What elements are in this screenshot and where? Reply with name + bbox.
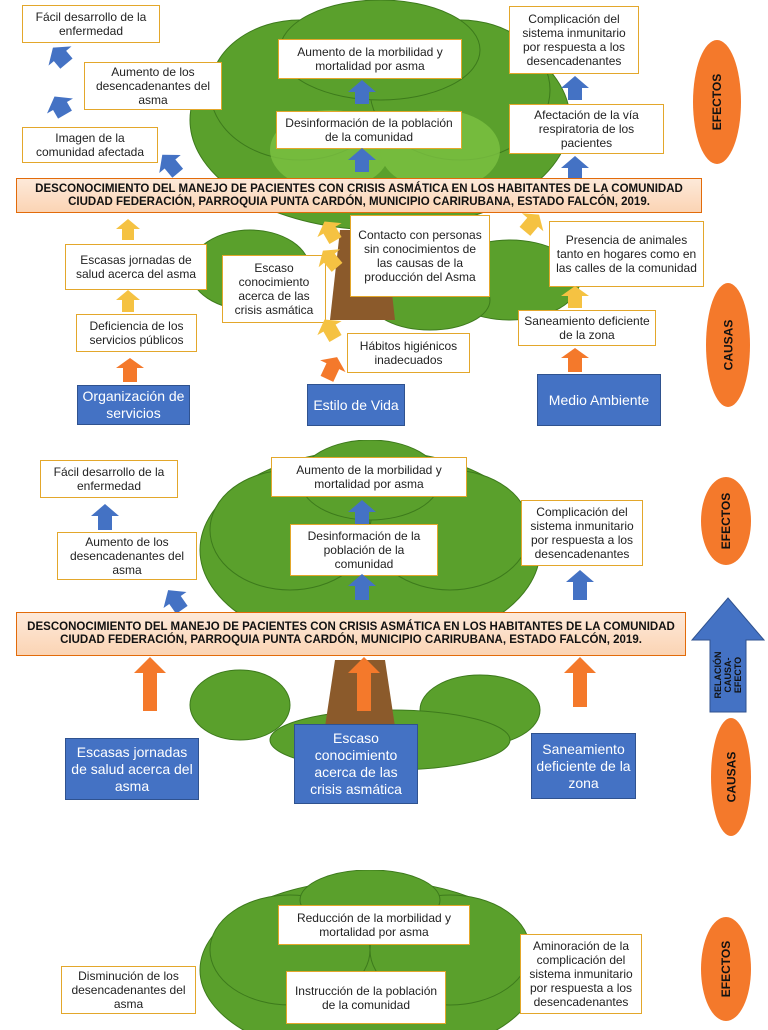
relation-label: RELACIÓN CAUSA-EFECTO <box>713 651 743 699</box>
up-arrows-blue-2 <box>91 500 594 614</box>
effects-label: EFECTOS <box>701 917 751 1021</box>
subcause-box: Deficiencia de los servicios públicos <box>76 314 197 352</box>
up-arrows-orange-2 <box>134 657 596 711</box>
cause-box: Organización de servicios <box>77 385 190 425</box>
cause-box: Estilo de Vida <box>307 384 405 426</box>
effect-box: Complicación del sistema inmunitario por… <box>509 6 639 74</box>
effect-box: Aumento de los desencadenantes del asma <box>57 532 197 580</box>
cause-box: Medio Ambiente <box>537 374 661 426</box>
effect-box: Aumento de la morbilidad y mortalidad po… <box>271 457 467 497</box>
effect-box: Afectación de la vía respiratoria de los… <box>509 104 664 154</box>
effect-box: Imagen de la comunidad afectada <box>22 127 158 163</box>
effect-box: Desinformación de la población de la com… <box>290 524 438 576</box>
causes-label: CAUSAS <box>706 283 750 407</box>
subcause-box: Saneamiento deficiente de la zona <box>518 310 656 346</box>
subcause-box: Hábitos higiénicos inadecuados <box>347 333 470 373</box>
subcause-box: Presencia de animales tanto en hogares c… <box>549 221 704 287</box>
effects-label: EFECTOS <box>693 40 741 164</box>
up-arrows-yellow <box>116 213 589 382</box>
effects-label: EFECTOS <box>701 477 751 565</box>
effect-box: Fácil desarrollo de la enfermedad <box>40 460 178 498</box>
cause-box: Escaso conocimiento acerca de las crisis… <box>294 724 418 804</box>
effect-box: Desinformación de la población de la com… <box>276 111 462 149</box>
up-arrows-blue <box>47 46 589 178</box>
relation-arrow <box>690 597 766 713</box>
effect-box: Reducción de la morbilidad y mortalidad … <box>278 905 470 945</box>
subcause-box: Contacto con personas sin conocimientos … <box>350 215 490 297</box>
central-problem: DESCONOCIMIENTO DEL MANEJO DE PACIENTES … <box>16 612 686 656</box>
effect-box: Aumento de la morbilidad y mortalidad po… <box>278 39 462 79</box>
effect-box: Complicación del sistema inmunitario por… <box>521 500 643 566</box>
causes-label: CAUSAS <box>711 718 751 836</box>
effect-box: Aumento de los desencadenantes del asma <box>84 62 222 110</box>
effect-box: Aminoración de la complicación del siste… <box>520 934 642 1014</box>
cause-box: Saneamiento deficiente de la zona <box>531 733 636 799</box>
cause-box: Escasas jornadas de salud acerca del asm… <box>65 738 199 800</box>
central-problem: DESCONOCIMIENTO DEL MANEJO DE PACIENTES … <box>16 178 702 213</box>
effect-box: Instrucción de la población de la comuni… <box>286 971 446 1024</box>
effect-box: Fácil desarrollo de la enfermedad <box>22 5 160 43</box>
subcause-box: Escasas jornadas de salud acerca del asm… <box>65 244 207 290</box>
subcause-box: Escaso conocimiento acerca de las crisis… <box>222 255 326 323</box>
effect-box: Disminución de los desencadenantes del a… <box>61 966 196 1014</box>
